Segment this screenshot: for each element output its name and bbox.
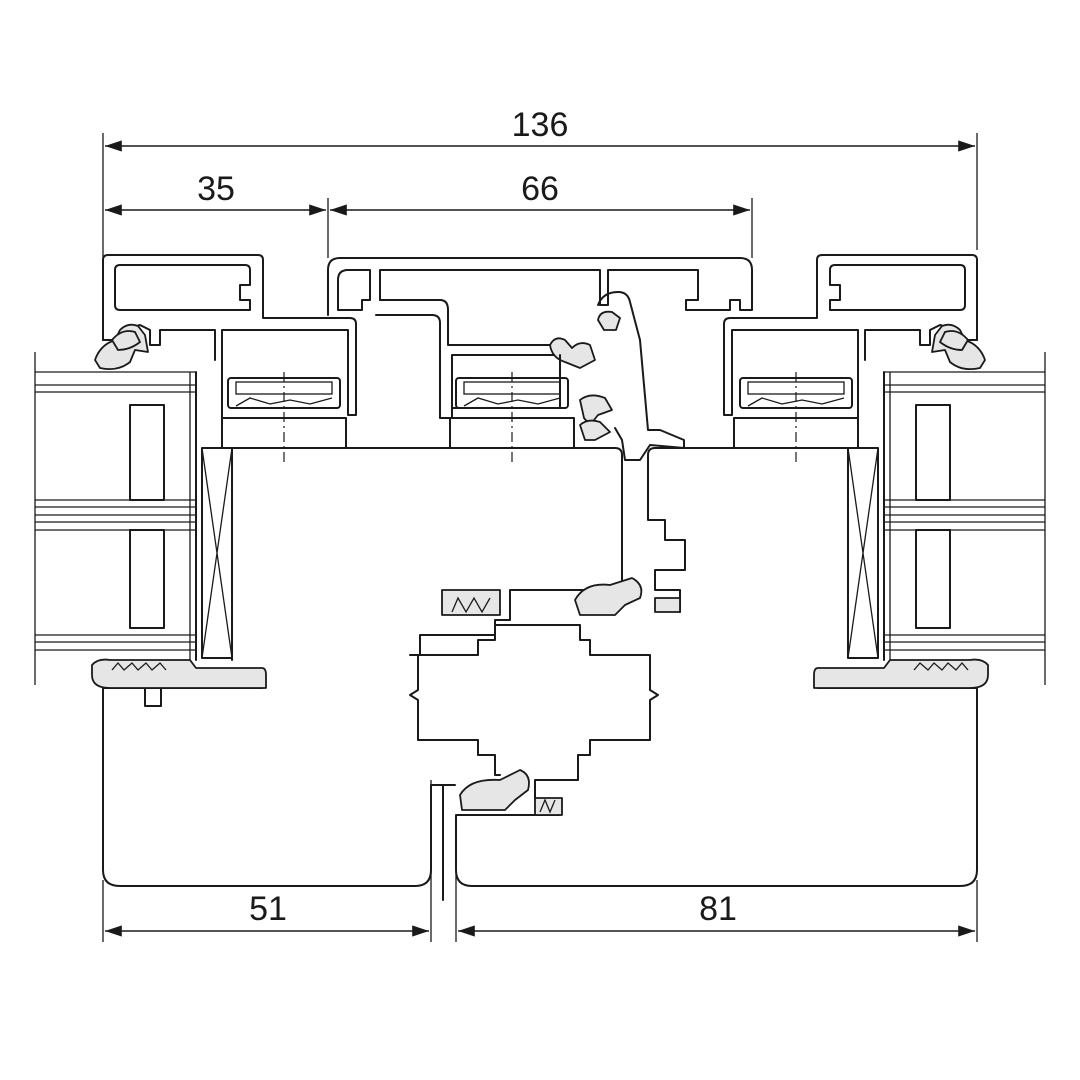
glazing-bead-left bbox=[221, 372, 347, 462]
dimension-overall: 136 bbox=[102, 106, 978, 340]
glazing-bead-right bbox=[733, 372, 859, 462]
right-aluminium-cap-profile bbox=[723, 254, 986, 446]
dimension-left-bottom-label: 51 bbox=[249, 890, 287, 928]
dimension-center-top-label: 66 bbox=[521, 170, 559, 208]
dimension-right-bottom-label: 81 bbox=[699, 890, 737, 928]
center-aluminium-profile bbox=[327, 257, 753, 461]
dimension-left-top: 35 bbox=[105, 170, 329, 258]
dimension-left-top-label: 35 bbox=[197, 170, 235, 208]
dimension-left-bottom: 51 bbox=[102, 780, 432, 942]
dimension-overall-label: 136 bbox=[512, 106, 569, 144]
left-glazing-unit bbox=[34, 352, 233, 685]
seal-lower-left bbox=[91, 658, 267, 689]
seal-lower-right bbox=[813, 658, 989, 689]
right-glazing-unit bbox=[847, 352, 1046, 685]
seal-middle-weatherstrip bbox=[441, 577, 681, 616]
seal-bottom-weatherstrip bbox=[459, 769, 563, 816]
dimension-center-top: 66 bbox=[330, 170, 753, 258]
dimension-right-bottom: 81 bbox=[455, 820, 978, 942]
left-aluminium-cap-profile bbox=[94, 254, 357, 446]
